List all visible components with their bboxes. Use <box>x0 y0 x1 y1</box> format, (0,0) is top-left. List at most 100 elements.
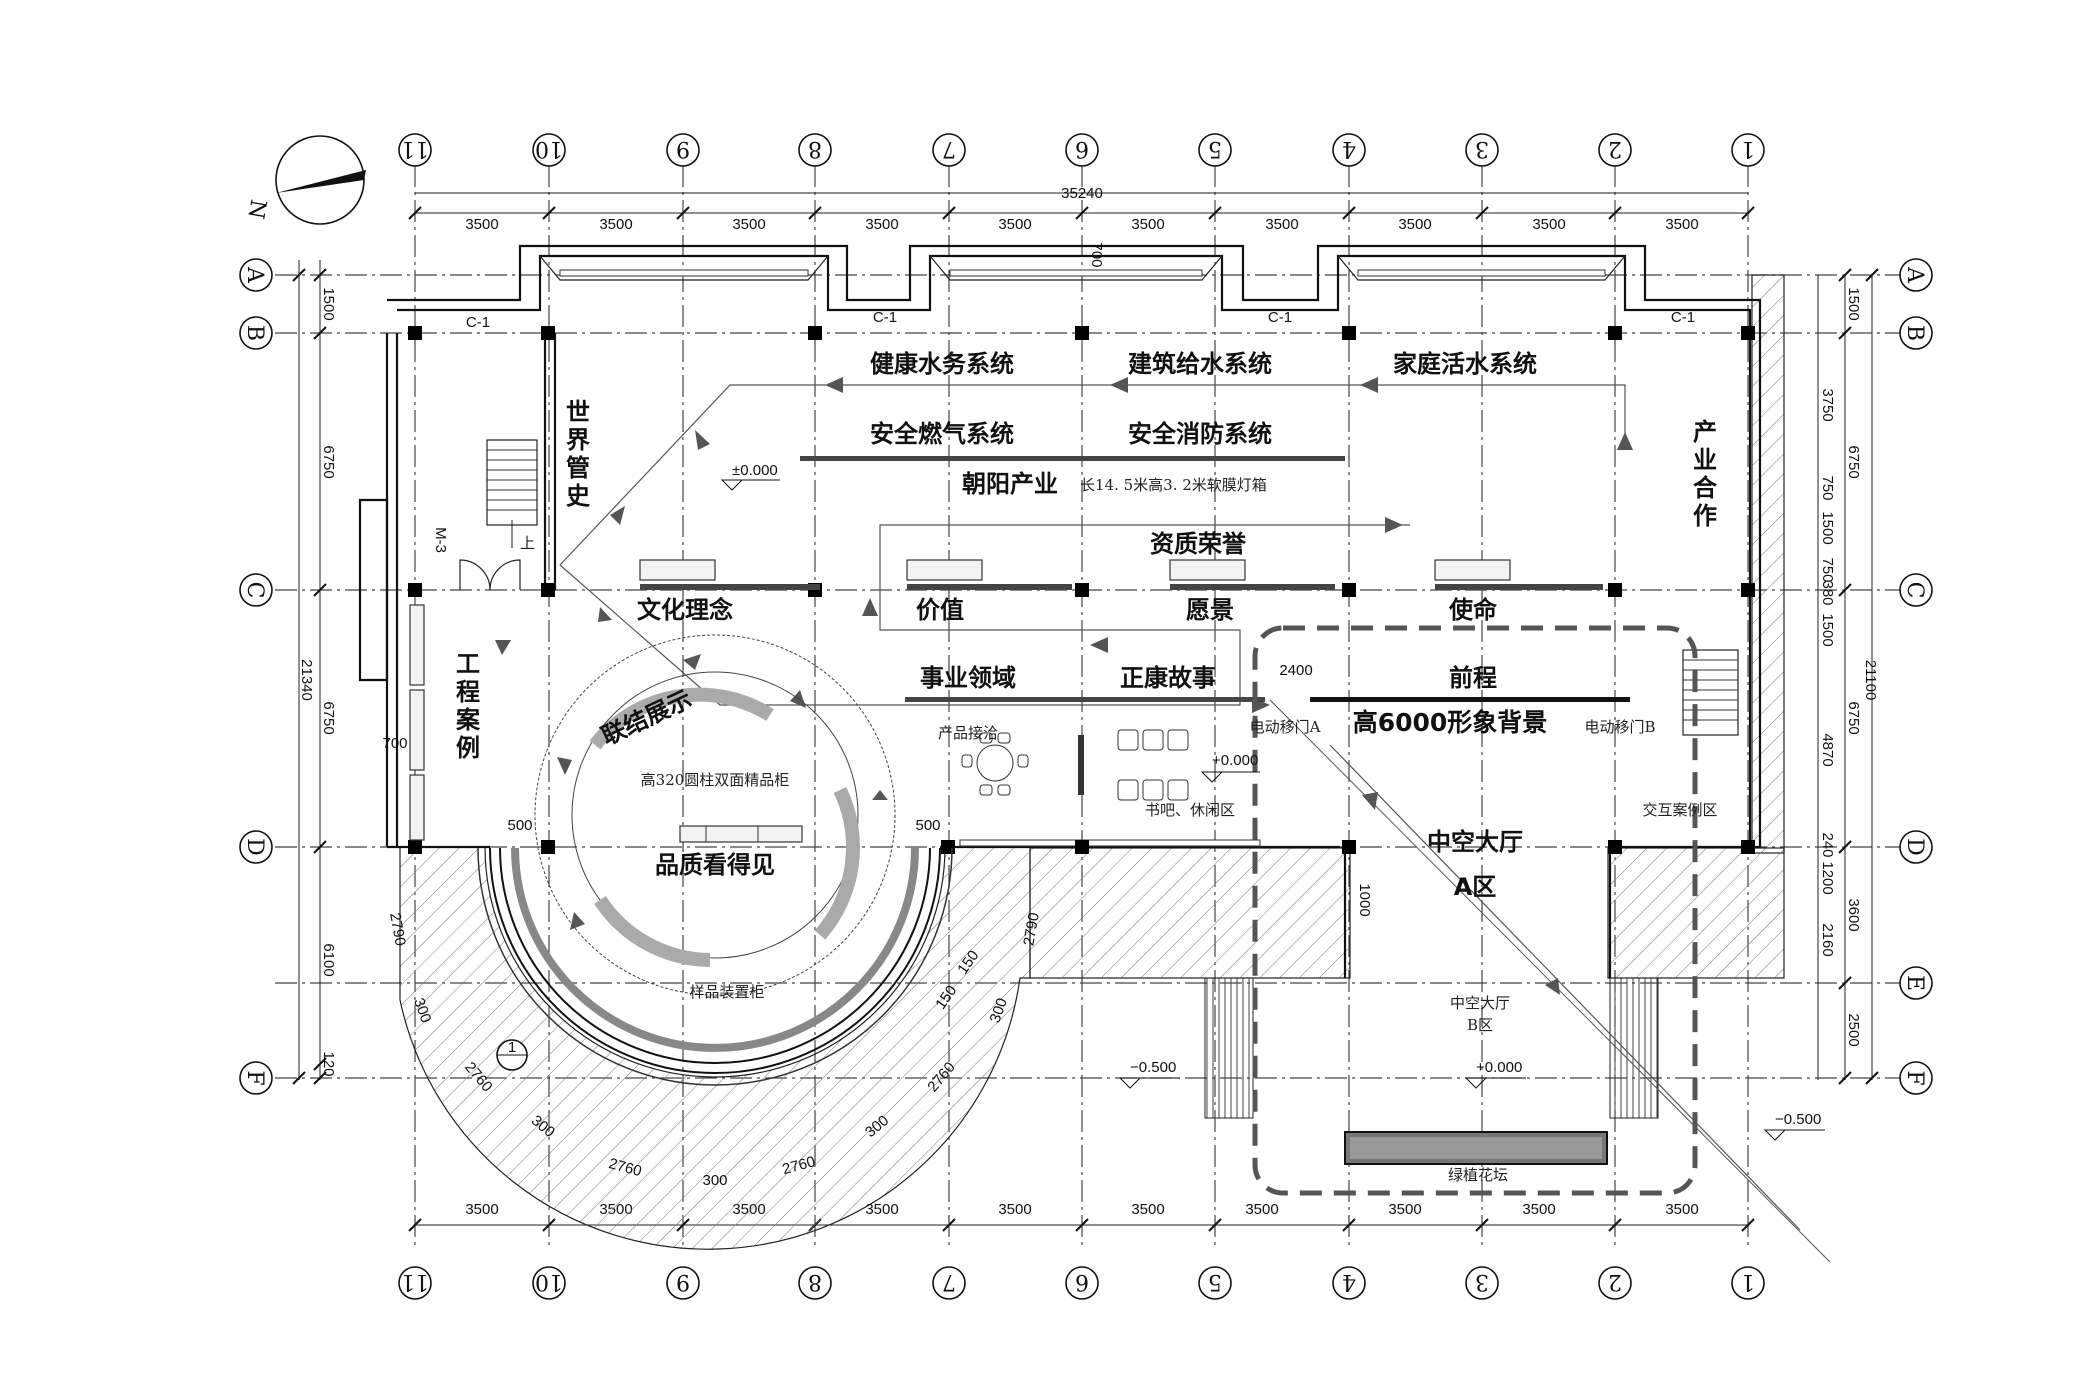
label-atrium-a-zone: A区 <box>1454 873 1497 901</box>
svg-text:6100: 6100 <box>320 943 337 976</box>
grid-bubble: 2 <box>1598 1266 1632 1300</box>
svg-text:380: 380 <box>1819 580 1836 605</box>
svg-text:F: F <box>1902 1070 1927 1085</box>
svg-text:21100: 21100 <box>1862 660 1879 701</box>
cabinet-note: 高320圆柱双面精品柜 <box>641 771 790 789</box>
arrow-icon <box>695 430 710 450</box>
grid-bubble: 4 <box>1332 1266 1366 1300</box>
svg-text:+0.000: +0.000 <box>1212 752 1258 769</box>
door-icon: M-3 <box>432 527 521 591</box>
svg-text:3: 3 <box>1475 1269 1489 1294</box>
svg-text:产: 产 <box>1693 418 1717 446</box>
grid-bubble: F <box>1899 1061 1933 1095</box>
atrium-zone-outline <box>1252 625 1698 1196</box>
grid-bubble: C <box>1899 573 1933 607</box>
svg-text:世: 世 <box>566 398 590 426</box>
svg-text:D: D <box>242 838 267 856</box>
arrow-icon <box>1617 432 1633 450</box>
svg-text:3500: 3500 <box>1532 216 1565 233</box>
north-arrow-icon: N <box>242 135 366 225</box>
grid-bubble: 8 <box>798 1266 832 1300</box>
svg-text:1: 1 <box>1741 1269 1755 1294</box>
grid-bubble: 9 <box>666 133 700 167</box>
svg-text:A: A <box>242 266 267 284</box>
svg-text:3500: 3500 <box>1131 1201 1164 1218</box>
svg-text:700: 700 <box>1088 242 1105 267</box>
svg-text:2: 2 <box>1608 1269 1622 1294</box>
grid-bubble: C <box>239 573 273 607</box>
window-tag: C-1 <box>873 309 897 326</box>
arrow-icon <box>557 757 572 775</box>
svg-text:3500: 3500 <box>998 1201 1031 1218</box>
svg-text:A: A <box>1902 266 1927 284</box>
svg-text:6750: 6750 <box>1845 701 1862 734</box>
svg-text:3500: 3500 <box>465 1201 498 1218</box>
label-home-water: 家庭活水系统 <box>1393 350 1537 378</box>
svg-text:F: F <box>242 1070 267 1085</box>
arrow-icon <box>610 506 625 525</box>
label-future: 前程 <box>1449 664 1497 692</box>
svg-text:3750: 3750 <box>1819 388 1836 421</box>
svg-text:−0.500: −0.500 <box>1775 1111 1821 1128</box>
grid-bubble: 1 <box>1731 133 1765 167</box>
label-vision: 愿景 <box>1186 596 1234 624</box>
grid-bubble: 9 <box>666 1266 700 1300</box>
svg-text:11: 11 <box>401 136 429 161</box>
label-atrium-b-zone: B区 <box>1467 1016 1493 1034</box>
svg-text:管: 管 <box>566 454 590 482</box>
grid-bubble: 10 <box>532 133 566 167</box>
label-interactive: 交互案例区 <box>1642 801 1717 819</box>
svg-text:3500: 3500 <box>1388 1201 1421 1218</box>
label-value: 价值 <box>916 596 964 624</box>
section-mark-icon: 1 <box>496 1039 528 1071</box>
svg-text:1200: 1200 <box>1819 861 1836 894</box>
label-atrium-a: 中空大厅 <box>1427 828 1523 856</box>
svg-text:300: 300 <box>702 1172 727 1189</box>
arrow-icon <box>1545 978 1560 995</box>
svg-text:5: 5 <box>1208 1269 1222 1294</box>
label-qualification: 资质荣誉 <box>1150 530 1247 558</box>
label-book-bar: 书吧、休闲区 <box>1145 801 1235 819</box>
grid-bubble: 11 <box>398 1266 432 1300</box>
window-tag: C-1 <box>1671 309 1695 326</box>
label-project-cases: 工 程 案 例 <box>455 650 481 762</box>
svg-text:7: 7 <box>942 1269 956 1294</box>
round-display <box>477 634 953 1086</box>
grid-bubble: 6 <box>1065 133 1099 167</box>
svg-text:240: 240 <box>1819 832 1836 857</box>
label-mission: 使命 <box>1448 596 1498 624</box>
grid-bubble: 11 <box>398 133 432 167</box>
svg-text:3500: 3500 <box>732 216 765 233</box>
grid-bubble: A <box>1899 258 1933 292</box>
svg-text:8: 8 <box>808 1269 822 1294</box>
svg-text:3500: 3500 <box>865 216 898 233</box>
svg-text:1500: 1500 <box>1819 511 1836 544</box>
grid-bubble: D <box>239 830 273 864</box>
svg-text:5: 5 <box>1208 136 1222 161</box>
svg-text:11: 11 <box>401 1269 429 1294</box>
svg-text:2400: 2400 <box>1279 662 1312 679</box>
label-sample-cabinet: 样品装置柜 <box>689 983 764 1001</box>
grid-bubble: 6 <box>1065 1266 1099 1300</box>
grid-bubble: 3 <box>1465 1266 1499 1300</box>
grid-bubble: F <box>239 1061 273 1095</box>
svg-text:4870: 4870 <box>1819 733 1836 766</box>
svg-text:M-3: M-3 <box>432 527 449 553</box>
svg-text:2500: 2500 <box>1845 1013 1862 1046</box>
svg-text:3500: 3500 <box>599 216 632 233</box>
dimension-left: 21340 1500 6750 6750 6100 120 <box>292 260 337 1085</box>
grid-bubble: 5 <box>1198 133 1232 167</box>
svg-text:界: 界 <box>566 426 590 454</box>
svg-text:3500: 3500 <box>1245 1201 1278 1218</box>
grid-bubble: 5 <box>1198 1266 1232 1300</box>
svg-text:3500: 3500 <box>465 216 498 233</box>
svg-text:3: 3 <box>1475 136 1489 161</box>
svg-text:700: 700 <box>382 735 407 752</box>
svg-text:3500: 3500 <box>1665 216 1698 233</box>
grid-bubble: B <box>1899 316 1933 350</box>
windows: C-1 C-1 C-1 C-1 <box>466 269 1695 847</box>
svg-text:3500: 3500 <box>998 216 1031 233</box>
svg-text:2790: 2790 <box>386 911 409 947</box>
svg-text:4: 4 <box>1342 1269 1356 1294</box>
